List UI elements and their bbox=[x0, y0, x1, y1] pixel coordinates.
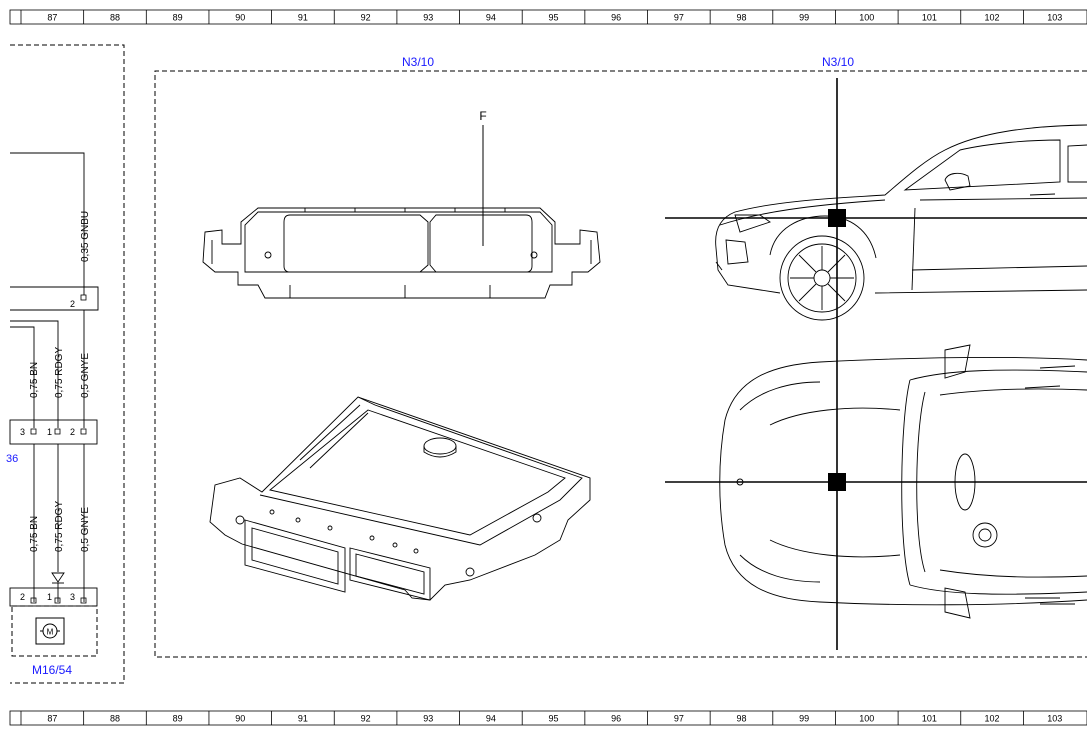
wire-label-top: 0,35 GNBU bbox=[80, 211, 91, 262]
ruler-top-col-94: 94 bbox=[486, 13, 496, 23]
location-marker-top bbox=[828, 473, 846, 491]
ruler-top-col-100: 100 bbox=[859, 13, 874, 23]
wire-label-rdgy-lower: 0,75 RDGY bbox=[54, 501, 65, 552]
ruler-top-col-98: 98 bbox=[736, 13, 746, 23]
ruler-bottom-col-100: 100 bbox=[859, 714, 874, 724]
ruler-bottom-col-99: 99 bbox=[799, 714, 809, 724]
ruler-bottom-col-90: 90 bbox=[235, 714, 245, 724]
car-top-view bbox=[719, 344, 1087, 619]
location-crosshair-side bbox=[665, 78, 1087, 650]
ruler-top-col-101: 101 bbox=[922, 13, 937, 23]
wire-label-gnye-upper: 0,5 GNYE bbox=[80, 353, 91, 398]
top-ruler: 87 88 89 90 91 92 93 94 95 96 97 98 99 100 101 102 103 bbox=[9, 9, 1087, 25]
ruler-top-col-92: 92 bbox=[361, 13, 371, 23]
ruler-bottom-col-101: 101 bbox=[922, 714, 937, 724]
pin-mid-2: 2 bbox=[70, 427, 75, 437]
ruler-top-col-87: 87 bbox=[47, 13, 57, 23]
location-crosshair-top bbox=[665, 473, 1087, 491]
pin-motor-1: 1 bbox=[47, 592, 52, 602]
ecu-side-view bbox=[202, 207, 601, 299]
component-location-panel: N3/10 N3/10 F bbox=[154, 55, 1087, 658]
pointer-label-f: F bbox=[479, 109, 486, 123]
pin-mid-1: 1 bbox=[47, 427, 52, 437]
ruler-bottom-col-93: 93 bbox=[423, 714, 433, 724]
pin-top-2: 2 bbox=[70, 299, 75, 309]
ruler-top-col-95: 95 bbox=[549, 13, 559, 23]
ruler-bottom-col-87: 87 bbox=[47, 714, 57, 724]
bottom-ruler: 87 88 89 90 91 92 93 94 95 96 97 98 99 100 101 102 103 bbox=[9, 710, 1087, 726]
wire-label-gnye-lower: 0,5 GNYE bbox=[80, 507, 91, 552]
pin-motor-3: 3 bbox=[70, 592, 75, 602]
motor-icon: M bbox=[35, 617, 65, 645]
component-label-left: N3/10 bbox=[402, 55, 434, 69]
ruler-bottom-col-91: 91 bbox=[298, 714, 308, 724]
ruler-bottom-col-98: 98 bbox=[736, 714, 746, 724]
ruler-bottom-col-95: 95 bbox=[549, 714, 559, 724]
ruler-bottom-col-92: 92 bbox=[361, 714, 371, 724]
ruler-top-col-103: 103 bbox=[1047, 13, 1062, 23]
ruler-bottom-col-96: 96 bbox=[611, 714, 621, 724]
wire-label-rdgy-upper: 0,75 RDGY bbox=[54, 347, 65, 398]
ruler-top-col-89: 89 bbox=[173, 13, 183, 23]
ruler-bottom-col-103: 103 bbox=[1047, 714, 1062, 724]
partial-connector-label: 36 bbox=[6, 453, 18, 465]
wire-label-bn-lower: 0,75 BN bbox=[29, 516, 40, 552]
left-wiring-panel: 0,35 GNBU 2 0,75 BN 0,75 RDGY 0,5 GNYE 3… bbox=[6, 44, 125, 684]
motor-label: M16/54 bbox=[32, 663, 72, 677]
ruler-top-col-96: 96 bbox=[611, 13, 621, 23]
ruler-bottom-col-88: 88 bbox=[110, 714, 120, 724]
motor-box bbox=[11, 605, 98, 657]
ruler-top-col-90: 90 bbox=[235, 13, 245, 23]
ruler-bottom-col-94: 94 bbox=[486, 714, 496, 724]
ruler-bottom-col-97: 97 bbox=[674, 714, 684, 724]
ruler-top-col-99: 99 bbox=[799, 13, 809, 23]
pin-mid-3: 3 bbox=[20, 427, 25, 437]
wire-label-bn-upper: 0,75 BN bbox=[29, 362, 40, 398]
motor-symbol-m: M bbox=[47, 628, 54, 637]
location-marker-side bbox=[828, 209, 846, 227]
component-label-right: N3/10 bbox=[822, 55, 854, 69]
ecu-isometric-view bbox=[209, 396, 591, 601]
ruler-top-col-102: 102 bbox=[985, 13, 1000, 23]
ruler-top-col-91: 91 bbox=[298, 13, 308, 23]
ruler-top-col-88: 88 bbox=[110, 13, 120, 23]
car-side-view bbox=[715, 124, 1087, 321]
pin-motor-2: 2 bbox=[20, 592, 25, 602]
ruler-bottom-col-102: 102 bbox=[985, 714, 1000, 724]
ruler-bottom-col-89: 89 bbox=[173, 714, 183, 724]
ruler-top-col-93: 93 bbox=[423, 13, 433, 23]
ruler-top-col-97: 97 bbox=[674, 13, 684, 23]
